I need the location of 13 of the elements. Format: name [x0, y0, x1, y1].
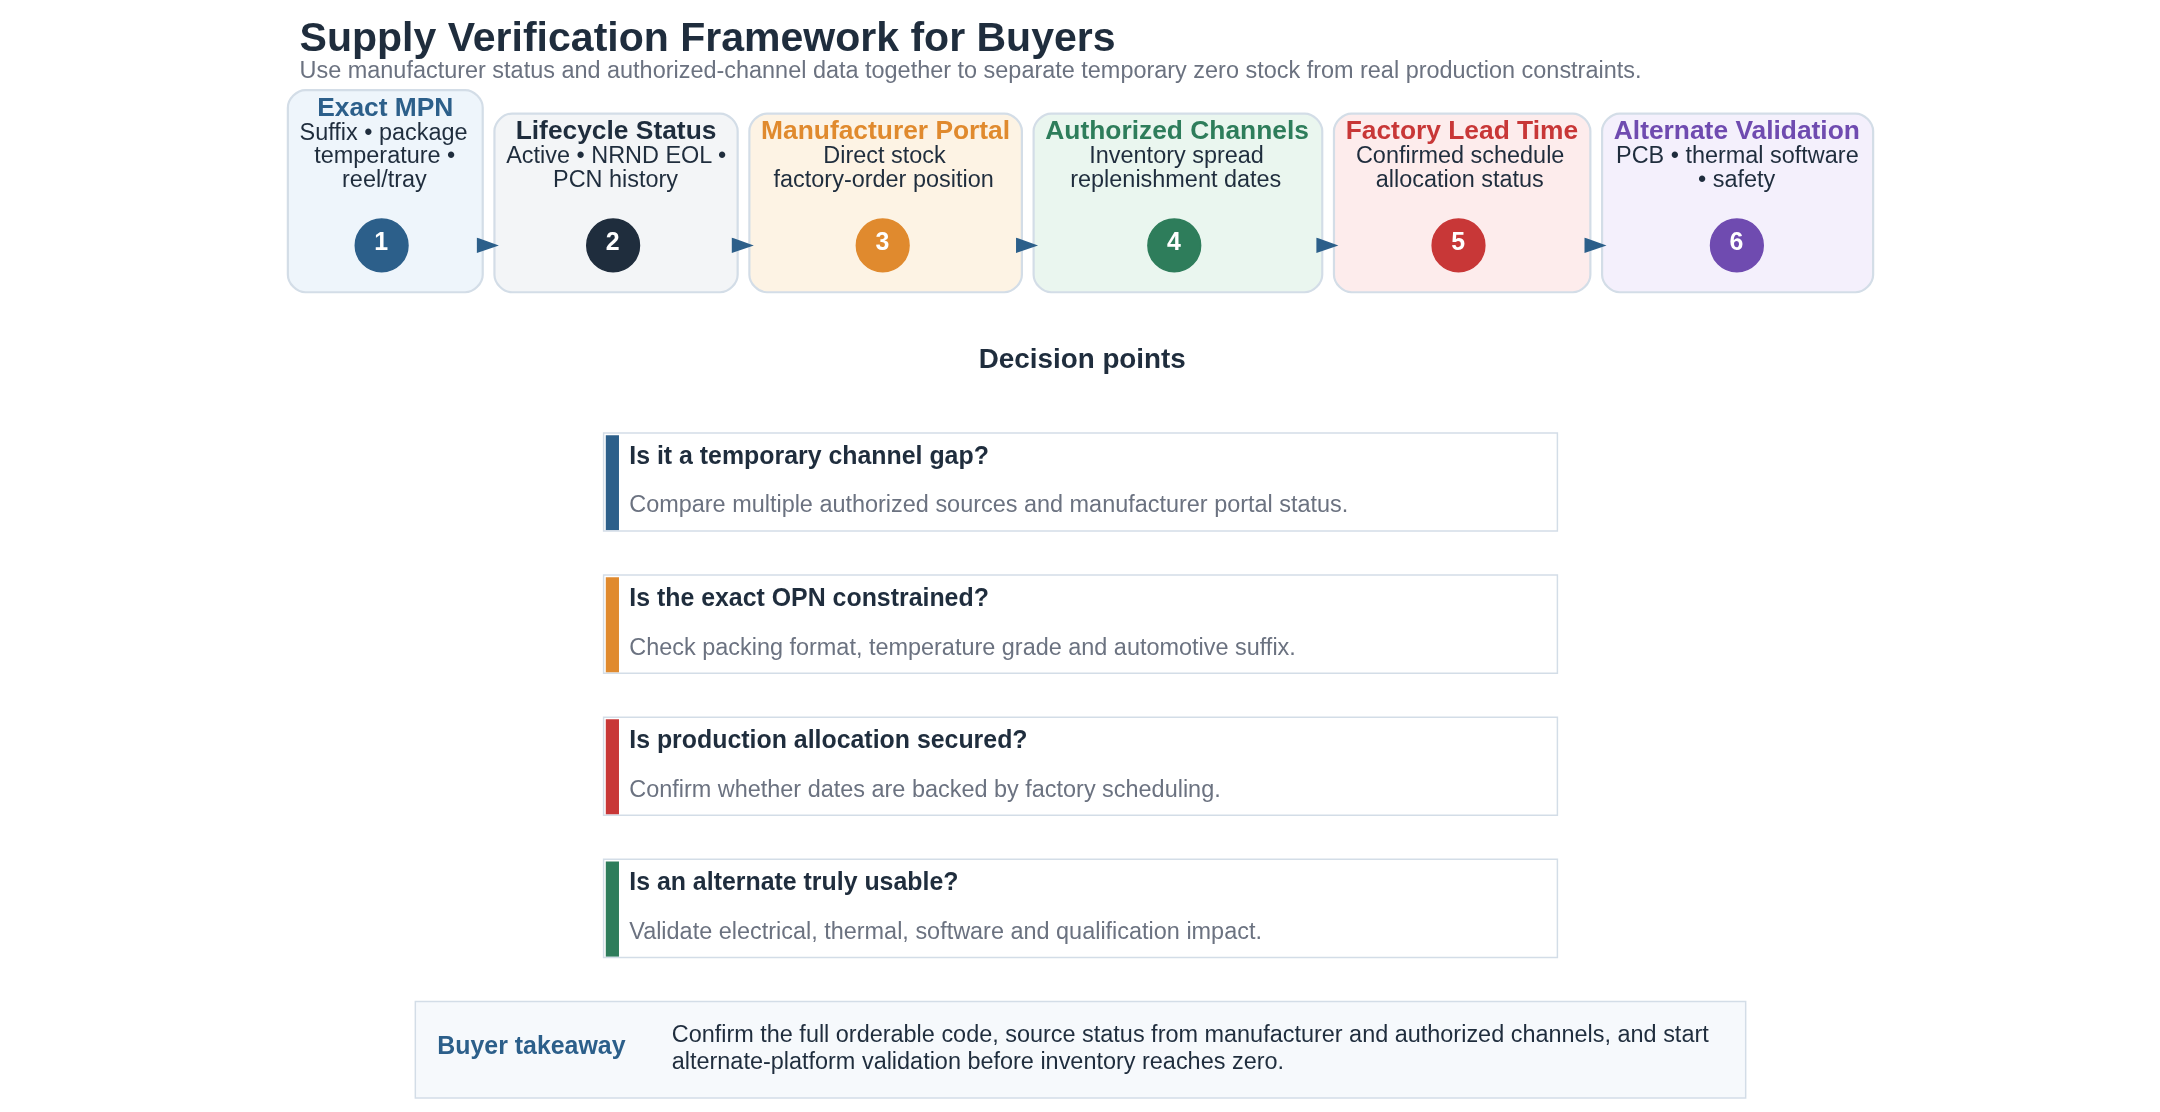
arrow [476, 237, 499, 254]
diagram-title: Supply Verification Framework for Buyers [299, 14, 1116, 61]
arrow [1315, 237, 1338, 254]
arrow [731, 237, 754, 254]
node-circle: 1 [354, 218, 409, 273]
node-circle: 3 [855, 218, 910, 273]
node-circle: 2 [585, 218, 640, 273]
arrow [1015, 237, 1038, 254]
node-circle: 5 [1430, 218, 1486, 273]
arrow [1584, 237, 1607, 254]
node-circle: 6 [1709, 218, 1764, 273]
node-circle: 4 [1146, 218, 1201, 273]
label: Decision points [978, 343, 1186, 375]
